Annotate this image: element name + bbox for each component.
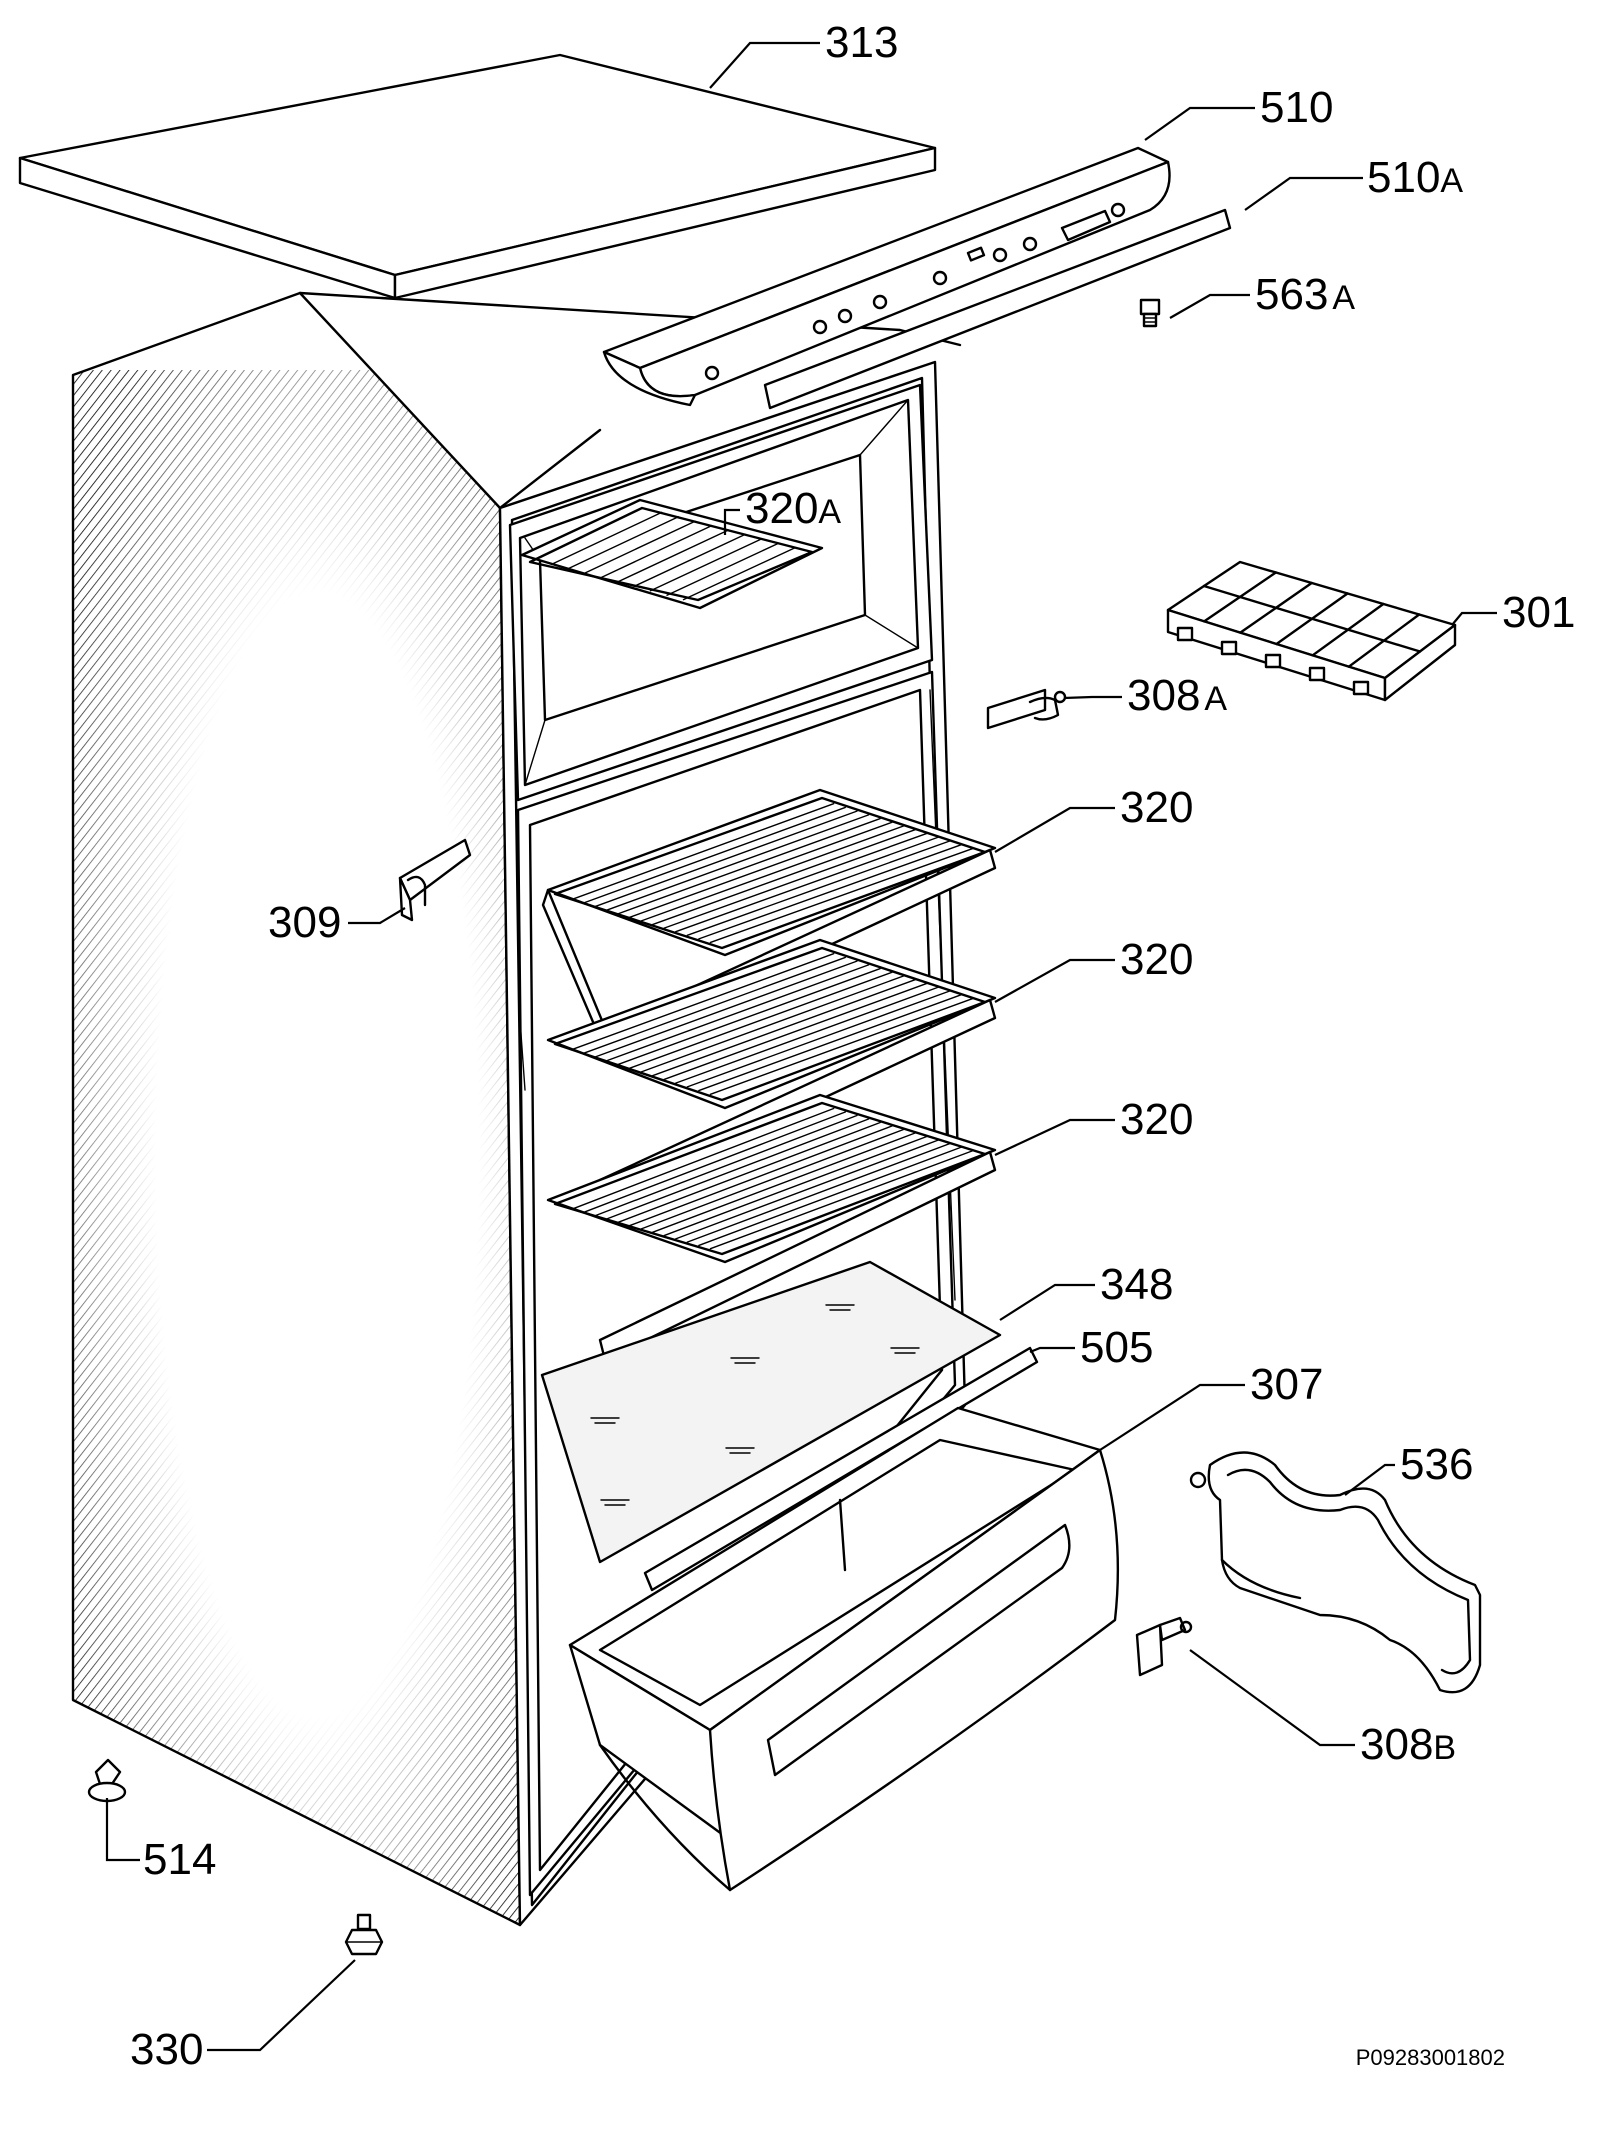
adjustable-foot-330 (344, 1913, 384, 1956)
crisper-drawer-307 (568, 1406, 1120, 1892)
drawing-line (698, 993, 963, 1092)
drawing-line (686, 1142, 951, 1243)
callout-510: 510 (1260, 83, 1333, 132)
drawing-line (651, 1132, 916, 1233)
drawing-line (666, 542, 780, 596)
drawing-line (633, 533, 746, 588)
cabinet (71, 291, 1120, 1927)
drawing-line (628, 1125, 893, 1227)
drawing-line (628, 971, 893, 1069)
drawing-number: P09283001802 (1356, 2045, 1505, 2070)
callout-510a: 510A (1367, 153, 1463, 202)
drawing-line (663, 832, 928, 929)
callout-348: 348 (1100, 1260, 1173, 1309)
ice-cube-tray-301 (1166, 560, 1457, 702)
callout-514: 514 (143, 1835, 216, 1884)
callout-307: 307 (1250, 1360, 1323, 1409)
drawing-line (709, 847, 975, 944)
drawing-line (709, 1149, 975, 1250)
callout-308b: 308B (1360, 1720, 1456, 1769)
drawing-line (698, 1146, 963, 1247)
drawing-line (686, 840, 951, 936)
drawing-line (640, 975, 905, 1073)
screw-563a (1139, 298, 1161, 328)
drawing-line (583, 520, 696, 574)
drawing-line (570, 1107, 835, 1210)
callout-320-middle: 320 (1120, 935, 1193, 984)
drawing-line (651, 829, 916, 926)
drawing-line (570, 803, 835, 901)
drawing-line (605, 814, 870, 911)
drawing-line (663, 982, 928, 1081)
drawing-line (582, 806, 846, 904)
drawing-line (686, 990, 951, 1088)
drawing-line (570, 953, 835, 1051)
drawing-line (600, 524, 713, 579)
freezer-compartment (508, 383, 934, 802)
fridge-shelf-320-bottom (546, 1093, 997, 1362)
drawing-line (617, 1121, 881, 1224)
drawing-line (605, 1118, 870, 1220)
control-panel-510 (602, 146, 1171, 407)
foot-514 (87, 1758, 127, 1803)
drawing-line (594, 810, 858, 908)
callout-309: 309 (268, 898, 341, 947)
door-bin-536 (1189, 1451, 1482, 1694)
drawing-line (616, 529, 730, 583)
callout-320-top: 320 (1120, 783, 1193, 832)
drawing-line (649, 538, 763, 592)
panel-strip-510a (763, 208, 1232, 410)
callout-301: 301 (1502, 588, 1575, 637)
callout-320a: 320A (745, 484, 841, 533)
drawing-line (675, 1139, 940, 1240)
drawing-line (582, 1111, 846, 1214)
glass-shelf-trim-505 (643, 1346, 1039, 1592)
drawing-line (640, 1128, 905, 1230)
drawing-line (675, 836, 940, 933)
callout-505: 505 (1080, 1323, 1153, 1372)
drawing-line (675, 986, 940, 1084)
drawing-line (594, 960, 858, 1058)
drawing-line (663, 1135, 928, 1237)
hinge-bracket-308b (1135, 1616, 1193, 1677)
drawing-line (617, 817, 881, 915)
leader-lines (105, 41, 1497, 2052)
callout-320-bottom: 320 (1120, 1095, 1193, 1144)
drawing-line (709, 997, 975, 1095)
callout-330: 330 (130, 2025, 203, 2074)
callout-313: 313 (825, 18, 898, 67)
side-panel-shading (73, 293, 520, 1925)
drawing-line (628, 821, 893, 919)
drawing-line (582, 956, 846, 1055)
callout-536: 536 (1400, 1440, 1473, 1489)
drawing-line (550, 511, 663, 566)
drawing-line (567, 516, 680, 570)
hinge-bracket-308a (986, 688, 1067, 730)
top-cover-313 (18, 53, 937, 300)
drawing-line (605, 964, 870, 1062)
drawing-line (682, 546, 796, 601)
drawing-line (640, 825, 905, 922)
drawing-line (651, 979, 916, 1077)
drawing-line (594, 1114, 858, 1217)
glass-shelf-348 (540, 1260, 1002, 1564)
freezer-shelf-320a (520, 498, 824, 610)
drawing-line (698, 843, 963, 940)
drawing-line (1202, 584, 1422, 653)
drawing-line (617, 967, 881, 1066)
